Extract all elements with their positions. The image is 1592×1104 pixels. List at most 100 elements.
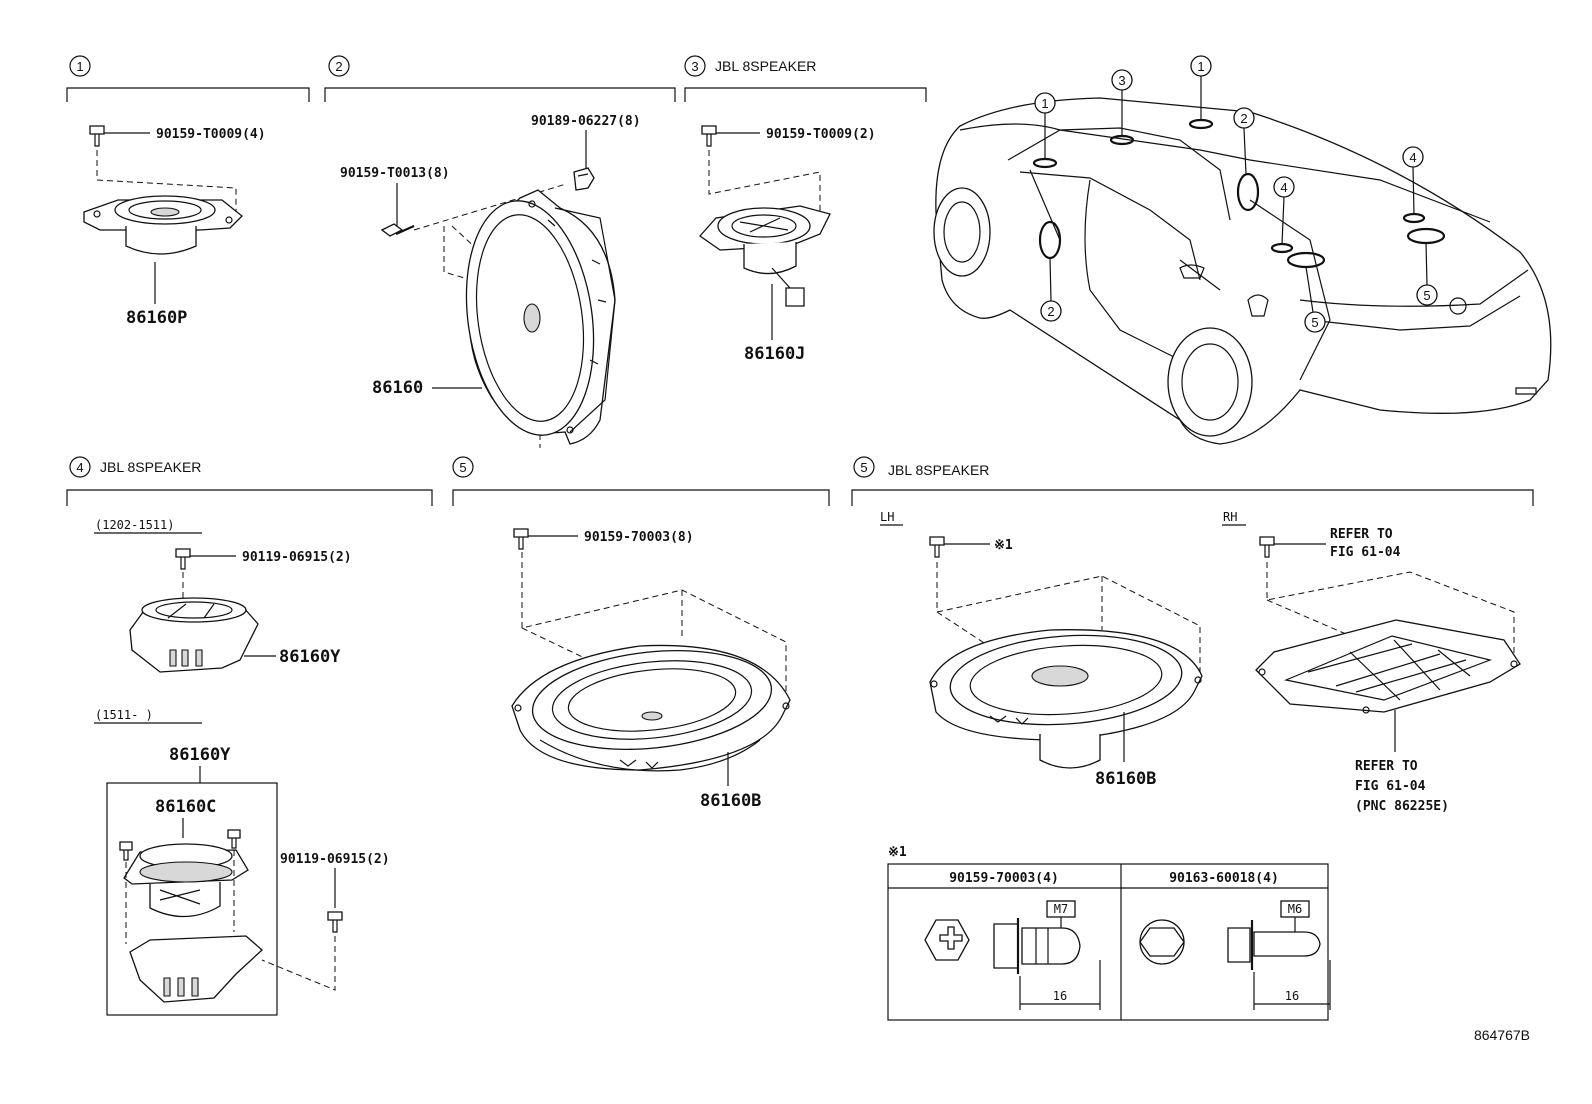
car-callout: 5 — [1304, 266, 1326, 333]
note-col1-length: 16 — [1053, 989, 1067, 1003]
svg-text:4: 4 — [1280, 180, 1287, 195]
section-4-header: 4 JBL 8SPEAKER — [66, 456, 433, 506]
section-2-drawing: 90189-06227(8) 90159-T0013(8) 86160 — [340, 114, 641, 448]
note-col1-size: M7 — [1054, 902, 1068, 916]
s4-speaker1-label: 86160Y — [279, 647, 341, 667]
speaker-icon — [699, 205, 831, 307]
s2-screw-label: 90159-T0013(8) — [340, 166, 450, 181]
note-table-mark: ※1 — [888, 845, 907, 860]
note-col2-length: 16 — [1285, 989, 1299, 1003]
section-5-drawing: 90159-70003(8) 86160B — [511, 528, 791, 811]
note-col1-part: 90159-70003(4) — [949, 871, 1059, 886]
s1-speaker-label: 86160P — [126, 308, 187, 328]
section-2-header: 2 — [324, 55, 676, 102]
s4-sub-label: 86160C — [155, 797, 216, 817]
svg-text:4: 4 — [1409, 150, 1416, 165]
speaker-icon — [123, 843, 263, 1003]
assembly-box — [106, 782, 278, 1016]
section-4-label: JBL 8SPEAKER — [100, 459, 201, 475]
section-1-drawing: 90159-T0009(4) 86160P — [83, 125, 266, 328]
s6-refer1-line2: FIG 61-04 — [1330, 545, 1401, 560]
svg-text:5: 5 — [1423, 288, 1430, 303]
svg-text:2: 2 — [1047, 304, 1054, 319]
s4-bolt2-label: 90119-06915(2) — [280, 852, 390, 867]
bolt-icon — [327, 911, 343, 933]
s2-clip-label: 90189-06227(8) — [531, 114, 641, 129]
svg-text:1: 1 — [1041, 96, 1048, 111]
cover-plate-icon — [1255, 619, 1521, 714]
section-4-number: 4 — [76, 460, 83, 475]
note-col2-part: 90163-60018(4) — [1169, 871, 1279, 886]
s6-refer2-line1: REFER TO — [1355, 759, 1418, 774]
section-3-label: JBL 8SPEAKER — [715, 58, 816, 74]
section-6-header: 5 JBL 8SPEAKER — [851, 456, 1534, 506]
speaker-icon — [465, 189, 616, 445]
s5-bolt-label: 90159-70003(8) — [584, 530, 694, 545]
car-callout: 4 — [1273, 176, 1295, 245]
section-1-header: 1 — [66, 55, 310, 102]
s4-assy-label: 86160Y — [169, 745, 231, 765]
s6-lh-label: LH — [880, 510, 894, 524]
car-callout: 3 — [1111, 69, 1133, 136]
section-5-header: 5 — [452, 456, 830, 506]
hex-head-icon — [1139, 919, 1185, 965]
speaker-icon — [929, 629, 1203, 769]
svg-text:5: 5 — [1311, 315, 1318, 330]
m7-bolt-side-icon — [993, 918, 1081, 974]
bolt-icon — [227, 829, 241, 849]
s3-bolt-label: 90159-T0009(2) — [766, 127, 876, 142]
speaker-icon — [129, 597, 259, 673]
s2-speaker-label: 86160 — [372, 378, 423, 398]
phillips-head-icon — [924, 919, 970, 961]
section-2-number: 2 — [335, 59, 342, 74]
s6-rh-label: RH — [1223, 510, 1237, 524]
bolt-icon — [701, 125, 717, 147]
s5-speaker-label: 86160B — [700, 791, 761, 811]
car-callout: 5 — [1416, 242, 1438, 306]
section-3-drawing: 90159-T0009(2) 86160J — [699, 125, 876, 364]
s4-range2-label: (1511- ) — [95, 708, 153, 722]
car-callout: 4 — [1402, 146, 1424, 215]
speaker-location-ring — [1032, 157, 1058, 169]
speaker-location-ring — [1236, 172, 1260, 212]
bolt-icon — [929, 536, 945, 558]
s4-range1-label: (1202-1511) — [95, 518, 174, 532]
bolt-icon — [89, 125, 105, 147]
section-3-number: 3 — [691, 59, 698, 74]
bolt-icon — [513, 528, 529, 550]
s6-refer2-line2: FIG 61-04 — [1355, 779, 1426, 794]
s6-speaker-label: 86160B — [1095, 769, 1156, 789]
bolt-icon — [119, 841, 133, 861]
speaker-icon — [511, 644, 791, 772]
section-6-label: JBL 8SPEAKER — [888, 462, 989, 478]
screw-icon — [380, 223, 415, 237]
car-callout: 2 — [1233, 107, 1255, 175]
svg-text:3: 3 — [1118, 73, 1125, 88]
note-col2-size: M6 — [1288, 902, 1302, 916]
bolt-icon — [175, 548, 191, 570]
speaker-icon — [83, 195, 243, 255]
fastener-note-table: ※1 90159-70003(4) 90163-60018(4) M7 16 — [887, 845, 1331, 1021]
clip-icon — [573, 167, 595, 191]
car-drawing: 1 3 1 2 4 4 2 — [933, 55, 1552, 445]
figure-id: 864767B — [1474, 1027, 1530, 1043]
s3-speaker-label: 86160J — [744, 344, 805, 364]
svg-text:1: 1 — [1197, 59, 1204, 74]
section-6-drawing: LH ※1 86160B RH REFER TO — [880, 510, 1521, 814]
section-5-number: 5 — [459, 460, 466, 475]
car-callout: 2 — [1040, 257, 1062, 322]
m6-bolt-side-icon — [1227, 920, 1321, 970]
s6-refer1-line1: REFER TO — [1330, 527, 1393, 542]
section-1-number: 1 — [76, 59, 83, 74]
s1-bolt-label: 90159-T0009(4) — [156, 127, 266, 142]
s6-note-mark: ※1 — [994, 538, 1013, 553]
svg-text:2: 2 — [1240, 111, 1247, 126]
car-callout: 1 — [1190, 55, 1212, 120]
section-3-header: 3 JBL 8SPEAKER — [684, 55, 927, 102]
section-6-number: 5 — [860, 460, 867, 475]
car-callout: 1 — [1034, 92, 1056, 158]
section-4-drawing: (1202-1511) 90119-06915(2) 86160Y (1511-… — [94, 518, 390, 1016]
s4-bolt1-label: 90119-06915(2) — [242, 550, 352, 565]
